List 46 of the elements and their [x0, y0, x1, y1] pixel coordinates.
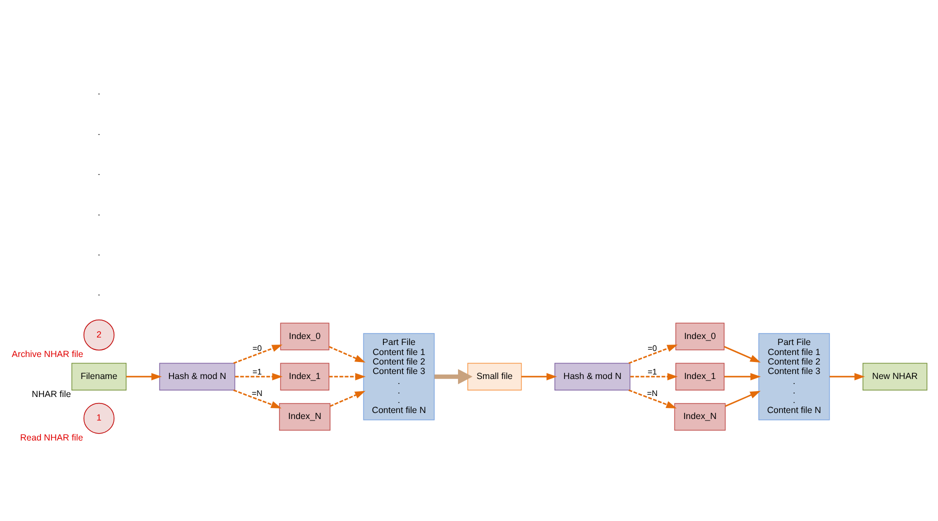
- arrow: [434, 368, 472, 384]
- arrow: [233, 344, 282, 364]
- edge-label: =1: [252, 366, 262, 376]
- arrow: [630, 372, 678, 380]
- label: .: [98, 287, 100, 298]
- node-box: Index_1: [675, 362, 725, 390]
- arrow: [329, 372, 366, 380]
- node-label: Archive NHAR file: [12, 348, 84, 359]
- edge-label: =1: [648, 366, 657, 376]
- node-box: Part File Content file 1 Content file 2 Content file 3 . . . Content file N: [758, 332, 830, 420]
- node-box: Filename: [71, 362, 127, 390]
- arrow: [521, 372, 557, 380]
- node-box: Index_N: [674, 402, 726, 430]
- node-circle: 2: [84, 319, 114, 350]
- node-label: Read NHAR file: [20, 432, 84, 442]
- label: .: [98, 246, 100, 257]
- label: .: [98, 166, 100, 177]
- node-box: Part File Content file 1 Content file 2 Content file 3 . . . Content file N: [363, 332, 435, 420]
- node-box: Index_0: [280, 322, 330, 350]
- arrow: [233, 388, 282, 408]
- edge-label: =0: [648, 344, 657, 353]
- label: .: [98, 86, 100, 96]
- arrow: [725, 390, 761, 406]
- arrow: [330, 390, 366, 406]
- node-box: New NHAR: [862, 362, 928, 390]
- label: .: [98, 126, 100, 136]
- edge-label: =N: [646, 388, 658, 398]
- node-box: Hash & mod N: [554, 362, 630, 390]
- edge-label: =N: [252, 388, 262, 398]
- arrow: [235, 372, 283, 380]
- node-box: Index_N: [279, 402, 330, 430]
- edge-label: =0: [252, 344, 262, 353]
- node-box: Hash & mod N: [159, 362, 236, 390]
- node-label: NHAR file: [32, 388, 71, 399]
- arrow: [724, 372, 761, 380]
- node-box: Index_0: [675, 322, 725, 350]
- arrow: [328, 346, 366, 362]
- arrow: [830, 372, 865, 380]
- node-box: Small file: [467, 362, 522, 390]
- arrow: [628, 344, 678, 364]
- label: .: [98, 206, 100, 217]
- arrow: [628, 388, 677, 408]
- node-box: Index_1: [280, 362, 330, 390]
- arrow: [724, 346, 761, 362]
- arrow: [126, 372, 162, 380]
- node-circle: 1: [84, 402, 114, 434]
